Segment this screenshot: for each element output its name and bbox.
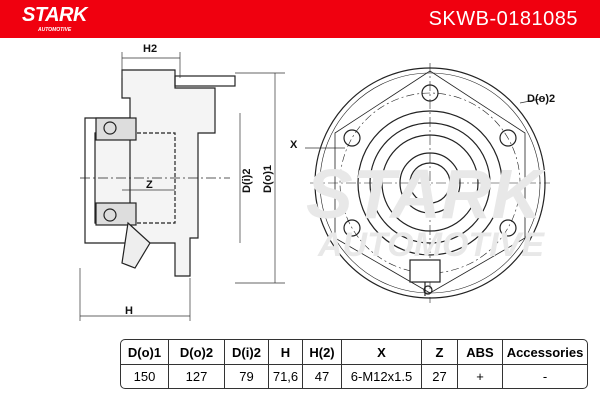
val-abs: + <box>458 365 503 388</box>
label-di2: D(i)2 <box>241 169 253 193</box>
hub-front-view <box>310 63 550 303</box>
col-h2: H(2) <box>303 340 342 365</box>
spec-table: D(o)1 D(o)2 D(i)2 H H(2) X Z ABS Accesso… <box>120 339 588 389</box>
col-do1: D(o)1 <box>121 340 169 365</box>
val-z: 27 <box>422 365 458 388</box>
col-z: Z <box>422 340 458 365</box>
spec-table-row: 150 127 79 71,6 47 6-M12x1.5 27 + - <box>121 365 587 388</box>
val-h: 71,6 <box>269 365 303 388</box>
watermark: STARK <box>306 155 546 233</box>
col-do2: D(o)2 <box>169 340 225 365</box>
val-do2: 127 <box>169 365 225 388</box>
val-x: 6-M12x1.5 <box>342 365 422 388</box>
label-z: Z <box>146 179 153 191</box>
val-h2: 47 <box>303 365 342 388</box>
brand-logo: STARK <box>22 4 87 26</box>
label-x: X <box>290 139 298 151</box>
col-di2: D(i)2 <box>225 340 269 365</box>
header-bar: STARK AUTOMOTIVE SKWB-0181085 <box>0 0 600 38</box>
label-h2: H2 <box>143 43 157 55</box>
val-di2: 79 <box>225 365 269 388</box>
col-accessories: Accessories <box>503 340 587 365</box>
label-h: H <box>125 305 133 317</box>
spec-table-header: D(o)1 D(o)2 D(i)2 H H(2) X Z ABS Accesso… <box>121 340 587 365</box>
val-do1: 150 <box>121 365 169 388</box>
dimension-lines <box>79 52 546 321</box>
label-do2: D(o)2 <box>527 93 555 105</box>
col-h: H <box>269 340 303 365</box>
watermark-sub: AUTOMOTIVE <box>317 226 545 264</box>
part-number: SKWB-0181085 <box>428 8 578 30</box>
technical-drawing: H2 H Z X D(o)2 D(i)2 D(o)1 STARK AUTOMOT… <box>79 43 555 321</box>
col-x: X <box>342 340 422 365</box>
col-abs: ABS <box>458 340 503 365</box>
hub-cross-section <box>80 69 236 277</box>
val-accessories: - <box>542 369 548 384</box>
label-do1: D(o)1 <box>262 165 274 193</box>
brand-logo-sub: AUTOMOTIVE <box>38 27 72 33</box>
